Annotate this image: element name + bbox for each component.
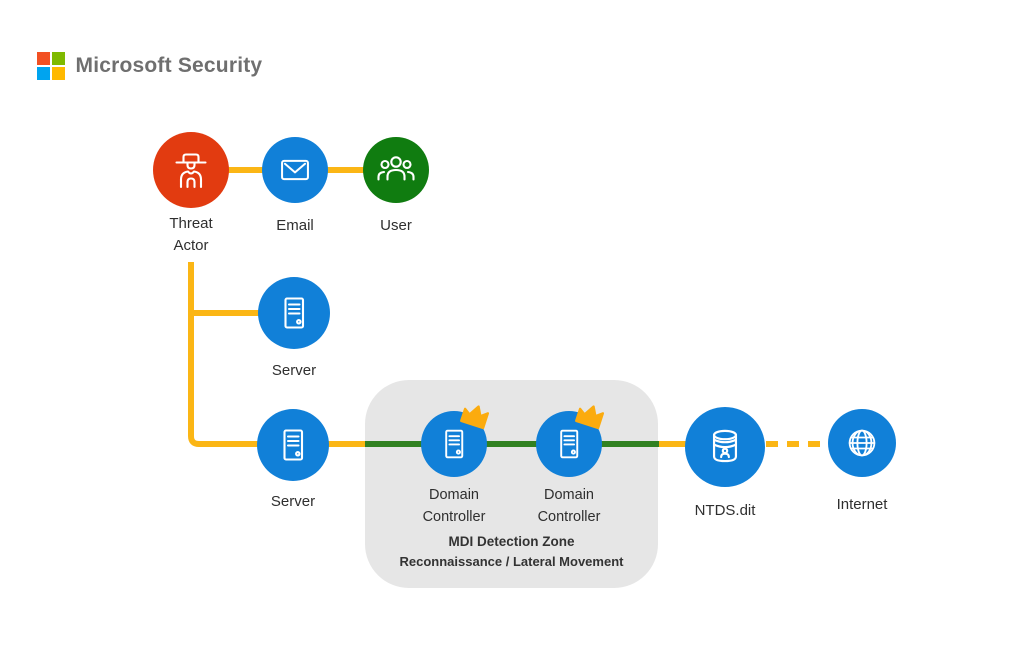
server-1-node (258, 277, 330, 349)
domain-controller-1-node (421, 405, 490, 477)
database-user-icon (712, 429, 738, 463)
ntds-node (685, 407, 765, 487)
zone-subtitle: Reconnaissance / Lateral Movement (399, 554, 624, 569)
server-icon (284, 297, 305, 329)
ntds-label: NTDS.dit (694, 502, 756, 519)
globe-icon (848, 429, 876, 457)
brand-header: Microsoft Security (37, 52, 262, 80)
zone-title: MDI Detection Zone (448, 534, 575, 549)
microsoft-logo-icon (37, 52, 65, 80)
domain-controller-2-label: Domain Controller (537, 487, 601, 525)
email-label: Email (276, 217, 314, 234)
logo-square-yellow (52, 67, 65, 80)
email-node (262, 137, 328, 203)
brand-title: Microsoft Security (75, 53, 263, 77)
internet-label: Internet (836, 496, 888, 513)
logo-square-red (37, 52, 50, 65)
threat-actor-node (153, 132, 229, 208)
user-label: User (380, 217, 412, 234)
mdi-detection-zone: MDI Detection Zone Reconnaissance / Late… (365, 380, 658, 588)
crown-icon (460, 405, 490, 430)
domain-controller-1-label: Domain Controller (422, 487, 486, 525)
internet-node (828, 409, 896, 477)
user-node (363, 137, 429, 203)
server-icon (560, 429, 579, 459)
user-group-icon (377, 156, 415, 181)
crown-icon (575, 405, 605, 430)
email-icon (281, 159, 309, 181)
server-icon (283, 429, 304, 461)
server-2-node (257, 409, 329, 481)
server-icon (445, 429, 464, 459)
server-1-label: Server (271, 362, 317, 379)
edge-threatactor-tree (188, 262, 293, 447)
server-2-label: Server (270, 493, 316, 510)
logo-square-green (52, 52, 65, 65)
domain-controller-2-node (536, 405, 605, 477)
logo-square-blue (37, 67, 50, 80)
threat-actor-icon (175, 153, 207, 189)
threat-actor-label: Threat Actor (169, 215, 213, 254)
